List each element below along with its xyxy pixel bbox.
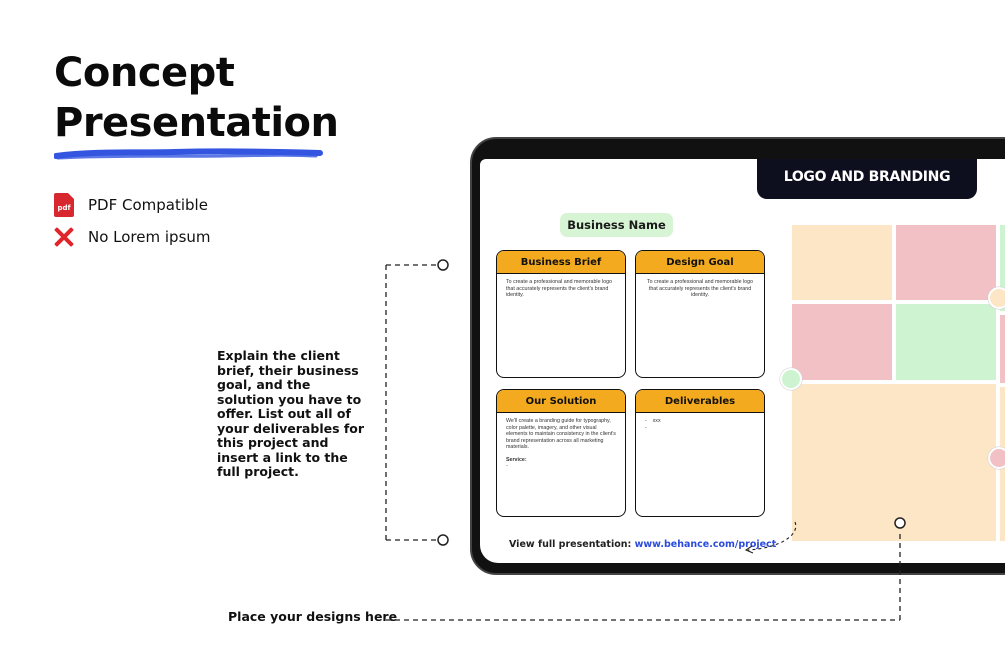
- feature-pdf: pdf PDF Compatible: [54, 193, 208, 217]
- card-our-solution: Our Solution We'll create a branding gui…: [496, 389, 626, 517]
- placeholder-tile: [792, 304, 892, 380]
- slide-screen: LOGO AND BRANDING Business Name Business…: [480, 159, 1005, 563]
- pdf-icon-text: pdf: [57, 204, 71, 212]
- business-name-pill: Business Name: [560, 213, 673, 237]
- card-title: Deliverables: [636, 390, 764, 413]
- solution-text: We'll create a branding guide for typogr…: [506, 418, 616, 450]
- card-deliverables: Deliverables - xxx -: [635, 389, 765, 517]
- placeholder-tile: [896, 304, 996, 380]
- card-body: To create a professional and memorable l…: [647, 279, 753, 298]
- page-title: Concept Presentation: [54, 48, 339, 148]
- placeholder-tile: [1000, 225, 1005, 311]
- title-line-2: Presentation: [54, 100, 339, 146]
- tablet-mockup: LOGO AND BRANDING Business Name Business…: [470, 137, 1005, 575]
- brush-underline: [54, 148, 323, 160]
- title-line-1: Concept: [54, 50, 235, 96]
- service-item: -: [506, 463, 508, 469]
- place-designs-annotation: Place your designs here: [228, 609, 398, 624]
- placeholder-tile: [792, 225, 892, 300]
- card-body: To create a professional and memorable l…: [506, 279, 612, 298]
- placeholder-tile: [1000, 315, 1005, 383]
- marker-dot: [988, 447, 1005, 469]
- placeholder-tile: [792, 384, 996, 541]
- card-body: We'll create a branding guide for typogr…: [497, 413, 625, 475]
- card-title: Our Solution: [497, 390, 625, 413]
- slide-header: LOGO AND BRANDING: [757, 159, 977, 199]
- deliverable-item: - xxx: [645, 418, 661, 424]
- card-design-goal: Design Goal To create a professional and…: [635, 250, 765, 378]
- placeholder-tile: [896, 225, 996, 300]
- presentation-link[interactable]: www.behance.com/project: [634, 539, 777, 550]
- feature-label: No Lorem ipsum: [88, 228, 211, 246]
- card-body: - xxx -: [636, 413, 764, 436]
- presentation-link-line: View full presentation: www.behance.com/…: [509, 539, 776, 550]
- feature-no-lorem: No Lorem ipsum: [54, 227, 211, 247]
- card-title: Design Goal: [636, 251, 764, 274]
- marker-dot: [988, 287, 1005, 309]
- marker-dot: [780, 368, 802, 390]
- feature-label: PDF Compatible: [88, 196, 208, 214]
- service-label: Service:: [506, 456, 527, 463]
- deliverable-item: -: [645, 424, 647, 431]
- explain-annotation: Explain the client brief, their business…: [217, 348, 365, 479]
- card-title: Business Brief: [497, 251, 625, 274]
- pdf-icon: pdf: [54, 193, 74, 217]
- card-business-brief: Business Brief To create a professional …: [496, 250, 626, 378]
- link-label: View full presentation:: [509, 539, 632, 550]
